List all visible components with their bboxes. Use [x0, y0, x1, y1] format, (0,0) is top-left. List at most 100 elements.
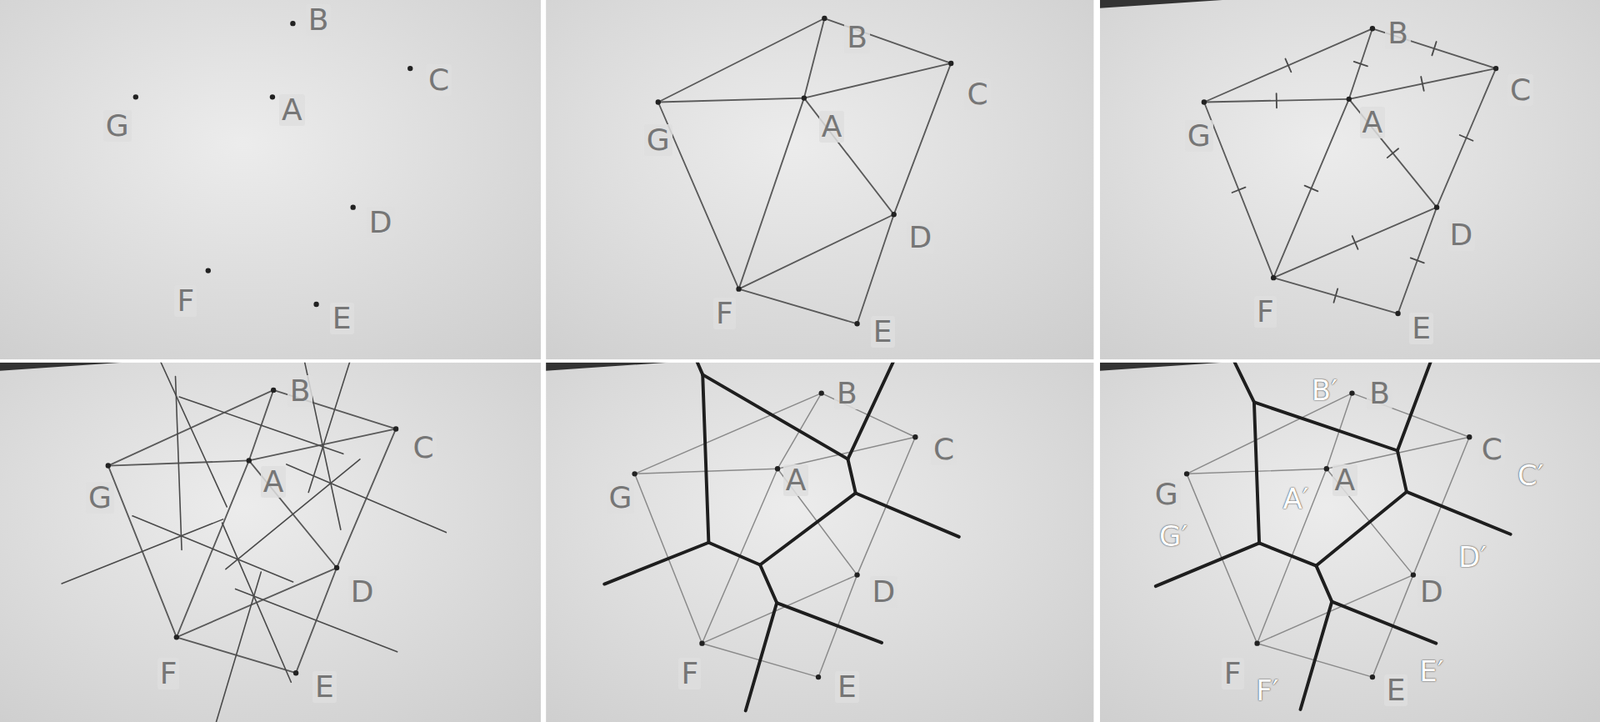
triangulation-line: [804, 63, 951, 99]
site-label: B: [305, 4, 332, 36]
site-label: C: [930, 433, 957, 465]
photo-panel: [0, 0, 541, 360]
paper-background: [1100, 0, 1600, 360]
site-label: B: [1385, 17, 1411, 50]
triangulation-line: [658, 18, 825, 102]
site-point: [948, 60, 954, 66]
triangulation-line: [701, 575, 857, 644]
image-point-label: C′: [1515, 460, 1546, 490]
site-point: [890, 211, 896, 217]
triangulation-line: [1273, 277, 1398, 314]
photo-edge-shadow: [1100, 0, 1223, 9]
bisector-line: [61, 519, 223, 584]
voronoi-ray: [658, 362, 703, 375]
site-label: F: [1254, 295, 1277, 328]
site-label: A: [1332, 464, 1359, 496]
voronoi-ray: [604, 542, 709, 585]
site-point: [821, 15, 827, 21]
voronoi-edge: [760, 564, 777, 603]
midpoint-tick: [1410, 257, 1425, 263]
midpoint-tick: [1352, 235, 1359, 250]
site-label: G: [606, 481, 635, 514]
triangulation-line: [1436, 68, 1496, 208]
site-label: C: [1479, 433, 1505, 465]
midpoint-tick: [1460, 135, 1474, 141]
bisector-line: [308, 362, 361, 493]
midpoint-tick: [1431, 41, 1436, 55]
site-label: A: [260, 465, 287, 498]
image-point-label: D′: [1455, 541, 1490, 572]
site-point: [1410, 571, 1416, 577]
site-point: [205, 267, 211, 273]
midpoint-tick: [1333, 288, 1338, 302]
site-point: [819, 390, 825, 395]
site-point: [801, 95, 807, 100]
voronoi-edge: [760, 492, 856, 565]
site-label: D: [1447, 219, 1476, 251]
site-label: B: [834, 377, 860, 410]
voronoi-edge: [708, 542, 760, 565]
triangulation-line: [824, 18, 951, 64]
triangulation-line: [1349, 99, 1437, 208]
site-label: F: [1221, 657, 1245, 690]
site-point: [775, 465, 780, 471]
triangulation-line: [1273, 99, 1350, 278]
triangulation-line: [635, 393, 822, 475]
photo-edge-shadow: [545, 362, 669, 371]
site-point: [1493, 65, 1499, 71]
triangulation-line: [804, 98, 895, 215]
voronoi-edge: [1254, 401, 1260, 543]
site-point: [699, 640, 705, 645]
triangulation-line: [1398, 207, 1438, 314]
site-label: D: [906, 221, 935, 254]
site-label: E: [1409, 312, 1434, 345]
image-point-label: B′: [1309, 375, 1340, 405]
site-label: G: [1185, 120, 1214, 152]
site-point: [270, 94, 275, 100]
site-point: [313, 301, 319, 307]
paper-background: [545, 362, 1095, 722]
site-label: D: [870, 575, 899, 608]
site-label: G: [1152, 478, 1181, 510]
voronoi-ray: [1406, 491, 1511, 535]
photo-panel: [545, 0, 1095, 360]
triangulation-line: [739, 98, 805, 290]
image-point-label: E′: [1416, 655, 1446, 686]
site-point: [293, 670, 299, 675]
voronoi-edge: [1315, 491, 1406, 566]
site-label: E: [870, 315, 895, 348]
site-point: [912, 434, 918, 440]
bisector-line: [175, 375, 183, 550]
site-point: [334, 565, 340, 570]
paper-background: [1100, 362, 1600, 722]
voronoi-edge: [847, 459, 855, 494]
site-point: [393, 425, 399, 431]
triangulation-line: [1186, 393, 1352, 475]
voronoi-ray: [1300, 601, 1333, 710]
photo-panel: [1100, 0, 1600, 360]
bisector-line: [222, 522, 292, 682]
site-point: [290, 20, 295, 26]
photo-panel: [0, 362, 541, 722]
voronoi-ray: [745, 602, 777, 710]
site-point: [1395, 310, 1400, 316]
site-point: [105, 462, 111, 468]
site-label: F: [678, 657, 701, 690]
site-label: D: [1417, 575, 1446, 608]
voronoi-ray: [1205, 362, 1255, 403]
site-point: [133, 94, 139, 100]
voronoi-edge: [1315, 565, 1332, 602]
triangulation-line: [1204, 101, 1274, 278]
photo-edge-shadow: [0, 362, 123, 371]
triangulation-line: [658, 98, 805, 103]
triangulation-line: [701, 468, 778, 643]
triangulation-line: [739, 289, 858, 325]
photo-panel: [545, 362, 1095, 722]
site-point: [1434, 204, 1440, 210]
site-point: [854, 320, 860, 326]
image-point-label: A′: [1280, 483, 1312, 514]
bisector-line: [225, 459, 360, 570]
triangulation-line: [1273, 207, 1437, 279]
